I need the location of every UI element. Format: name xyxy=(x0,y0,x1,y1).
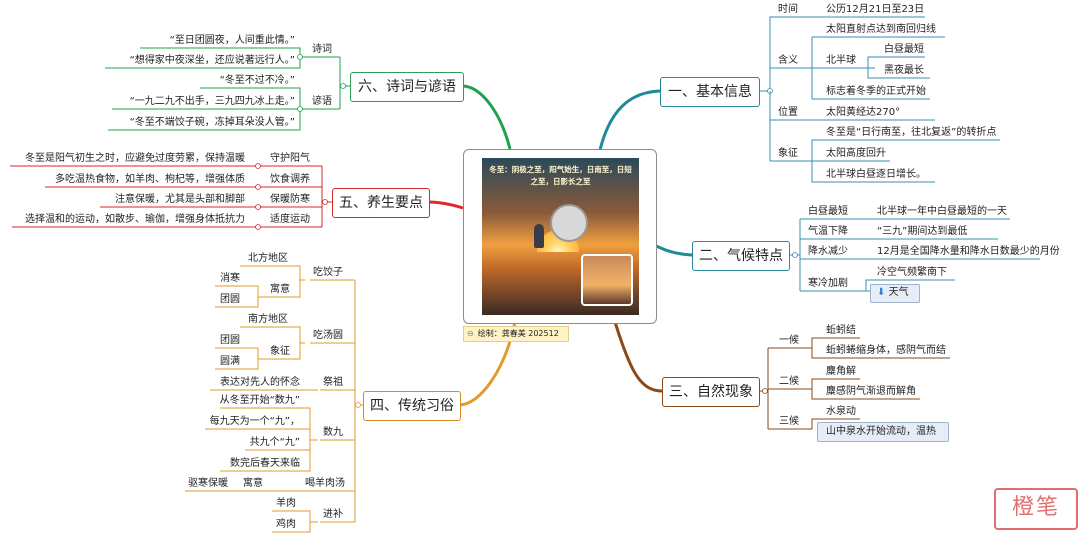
shujiu-2: 每九天为一个“九”， xyxy=(209,416,300,427)
symbol-1: 冬至是“日行南至，往北复返”的转折点 xyxy=(826,127,997,138)
label-symbol: 象征 xyxy=(778,148,798,159)
weather-link[interactable] xyxy=(870,284,920,303)
tangyuan-symbol: 象征 xyxy=(270,346,290,357)
meaning-3: 标志着冬季的正式开始 xyxy=(826,86,926,97)
day-shortest: 白昼最短 xyxy=(884,44,924,55)
time-value: 公历12月21日至23日 xyxy=(826,4,925,15)
custom-tangyuan: 吃汤圆 xyxy=(313,330,343,341)
arrow-down-icon: ⬇ xyxy=(877,287,886,298)
hou-3: 三候 xyxy=(779,416,799,427)
symbol-2: 太阳高度回升 xyxy=(826,148,886,159)
photo-caption: 冬至：阴极之至，阳气始生，日南至，日短之至，日影长之至 xyxy=(489,165,632,186)
label-poem: 诗词 xyxy=(312,44,332,55)
proverb-1: “冬至不过不冷。” xyxy=(219,75,295,86)
dumpling-tuanyuan: 团圆 xyxy=(220,294,240,305)
health-value-4: 选择温和的运动，如散步、瑜伽，增强身体抵抗力 xyxy=(25,214,245,225)
tangyuan-yuanman: 圆满 xyxy=(220,356,240,367)
mutton-meaning: 寓意 xyxy=(243,478,263,489)
health-value-2: 多吃温热食物，如羊肉、枸杞等，增强体质 xyxy=(55,174,245,185)
branch-poetry[interactable]: 六、诗词与谚语 xyxy=(350,72,464,102)
center-topic-image[interactable]: 冬至：阴极之至，阳气始生，日南至，日短之至，日影长之至 xyxy=(463,149,657,324)
tangyuan-tuanyuan: 团圆 xyxy=(220,335,240,346)
label-meaning: 含义 xyxy=(778,55,798,66)
custom-dumpling: 吃饺子 xyxy=(313,267,343,278)
climate-value-1: 北半球一年中白昼最短的一天 xyxy=(877,206,1007,217)
shujiu-3: 共九个“九” xyxy=(249,437,300,448)
label-time: 时间 xyxy=(778,4,798,15)
health-key-2: 饮食调养 xyxy=(270,174,310,185)
dumpling-meaning: 寓意 xyxy=(270,284,290,295)
proverb-2: “一九二九不出手，三九四九冰上走。” xyxy=(129,96,295,107)
hou-2-desc: 麋感阴气渐退而解角 xyxy=(826,386,916,397)
label-proverb: 谚语 xyxy=(312,96,332,107)
health-key-3: 保暖防寒 xyxy=(270,194,310,205)
weather-label: ⬇ 天气 xyxy=(877,287,909,298)
hou-3-name: 水泉动 xyxy=(826,406,856,417)
hou-3-desc: 山中泉水开始流动，温热 xyxy=(826,426,936,437)
sundial-graphic xyxy=(550,204,588,242)
shujiu-4: 数完后春天来临 xyxy=(230,458,300,469)
label-position: 位置 xyxy=(778,107,798,118)
custom-tonic: 进补 xyxy=(323,509,343,520)
dumpling-north: 北方地区 xyxy=(248,253,288,264)
climate-value-2: “三九”期间达到最低 xyxy=(877,226,968,237)
proverb-3: “冬至不端饺子碗，冻掉耳朵没人管。” xyxy=(129,117,295,128)
symbol-3: 北半球白昼逐日增长。 xyxy=(826,169,926,180)
inset-photo xyxy=(581,254,633,306)
position-value: 太阳黄经达270° xyxy=(826,107,901,118)
branch-climate[interactable]: 二、气候特点 xyxy=(692,241,790,271)
night-longest: 黑夜最长 xyxy=(884,65,924,76)
custom-shujiu: 数九 xyxy=(323,427,343,438)
climate-value-3: 12月是全国降水量和降水日数最少的月份 xyxy=(877,246,1060,257)
watermark-stamp: 橙笔 xyxy=(994,488,1078,530)
selected-node[interactable] xyxy=(817,422,949,442)
meaning-1: 太阳直射点达到南回归线 xyxy=(826,24,936,35)
health-value-1: 冬至是阳气初生之时，应避免过度劳累，保持温暖 xyxy=(25,153,245,164)
child-silhouette xyxy=(534,224,544,248)
branch-health[interactable]: 五、养生要点 xyxy=(332,188,430,218)
hou-1-desc: 蚯蚓蜷缩身体，感阴气而结 xyxy=(826,345,946,356)
climate-key-4: 寒冷加剧 xyxy=(808,278,848,289)
custom-mutton: 喝羊肉汤 xyxy=(305,478,345,489)
hou-2-name: 麋角解 xyxy=(826,366,856,377)
tangyuan-south: 南方地区 xyxy=(248,314,288,325)
tonic-mutton: 羊肉 xyxy=(276,498,296,509)
poem-1: “至日团圆夜，人间重此情。” xyxy=(169,35,295,46)
credit-label: ⊖绘制：龚春美 202512 xyxy=(463,326,569,342)
ancestor-desc: 表达对先人的怀念 xyxy=(220,377,300,388)
custom-ancestor: 祭祖 xyxy=(323,377,343,388)
poem-2: “想得家中夜深坐，还应说著远行人。” xyxy=(129,55,295,66)
climate-key-3: 降水减少 xyxy=(808,246,848,257)
branch-basic-info[interactable]: 一、基本信息 xyxy=(660,77,760,107)
hou-1: 一候 xyxy=(779,335,799,346)
climate-value-4: 冷空气频繁南下 xyxy=(877,267,947,278)
branch-nature[interactable]: 三、自然现象 xyxy=(662,377,760,407)
health-key-1: 守护阳气 xyxy=(270,153,310,164)
health-value-3: 注意保暖，尤其是头部和脚部 xyxy=(115,194,245,205)
dumpling-xiaohan: 消寒 xyxy=(220,273,240,284)
winter-solstice-photo: 冬至：阴极之至，阳气始生，日南至，日短之至，日影长之至 xyxy=(482,158,639,315)
hou-1-name: 蚯蚓结 xyxy=(826,325,856,336)
shujiu-1: 从冬至开始“数九” xyxy=(219,395,300,406)
mutton-desc: 驱寒保暖 xyxy=(188,478,228,489)
branch-customs[interactable]: 四、传统习俗 xyxy=(363,391,461,421)
label-north-hemisphere: 北半球 xyxy=(826,55,856,66)
health-key-4: 适度运动 xyxy=(270,214,310,225)
climate-key-1: 白昼最短 xyxy=(808,206,848,217)
collapse-icon[interactable]: ⊖ xyxy=(467,329,474,338)
hou-2: 二候 xyxy=(779,376,799,387)
climate-key-2: 气温下降 xyxy=(808,226,848,237)
tonic-chicken: 鸡肉 xyxy=(276,519,296,530)
